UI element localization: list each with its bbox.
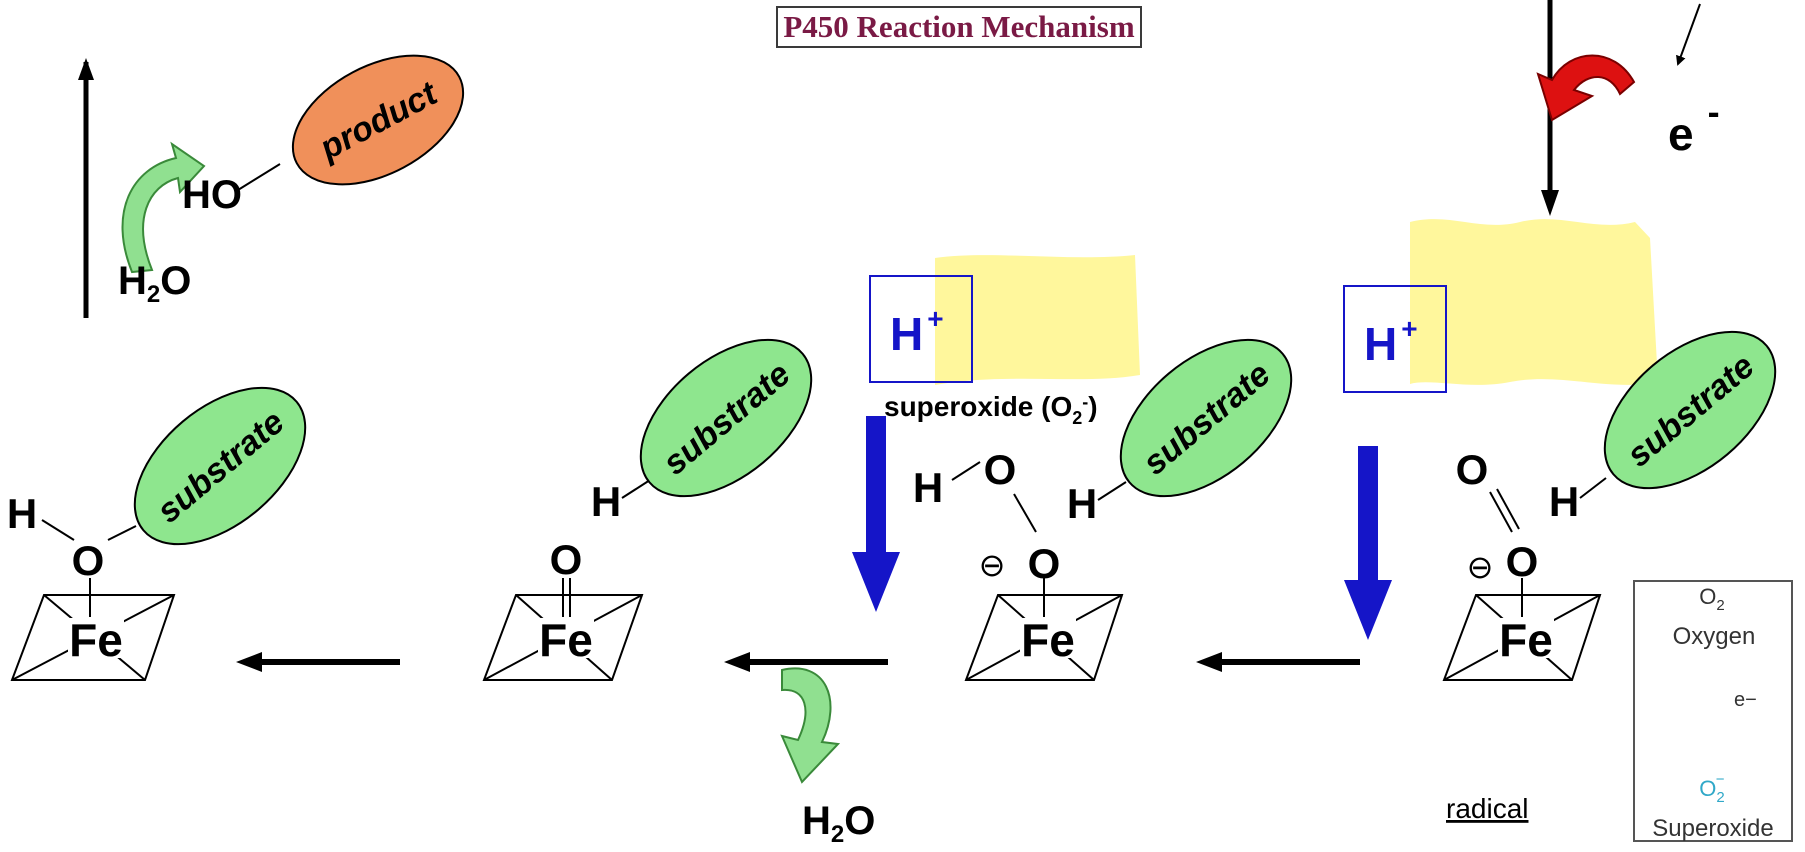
bond bbox=[1097, 481, 1127, 501]
pointer-line bbox=[1676, 3, 1701, 66]
fe-label-bg bbox=[1020, 618, 1076, 658]
substrate-ellipse bbox=[639, 338, 813, 498]
proton-box bbox=[869, 275, 973, 383]
o-o-bond bbox=[1013, 493, 1037, 533]
o-label: O bbox=[1456, 446, 1489, 493]
curved-arrow-icon bbox=[121, 141, 206, 274]
electron-label: e- bbox=[1668, 91, 1720, 160]
curved-arrow-icon bbox=[780, 667, 841, 784]
o-label: O bbox=[72, 537, 105, 584]
highlight-band bbox=[935, 255, 1140, 385]
bond bbox=[41, 519, 75, 541]
proton-label: H+ bbox=[1364, 313, 1418, 370]
charge-minus: ⊖ bbox=[979, 546, 1006, 584]
legend-box bbox=[1633, 580, 1793, 842]
h-label: H bbox=[7, 490, 37, 537]
bond bbox=[951, 461, 981, 481]
fe-label: Fe bbox=[1499, 614, 1553, 666]
bond bbox=[107, 525, 137, 541]
ho-label: HO bbox=[182, 173, 242, 217]
proton-arrow bbox=[866, 416, 886, 558]
bond bbox=[1579, 477, 1607, 499]
substrate-ellipse bbox=[1603, 330, 1777, 490]
substrate-ellipse bbox=[1119, 338, 1293, 498]
o-label: O bbox=[1028, 540, 1061, 587]
product-ellipse bbox=[291, 54, 465, 186]
proton-arrow-head bbox=[852, 552, 900, 612]
superoxide-label: superoxide (O2-) bbox=[884, 391, 1098, 428]
h-label: H bbox=[1067, 480, 1097, 527]
o-label: O bbox=[1506, 538, 1539, 585]
fe-label: Fe bbox=[1021, 614, 1075, 666]
h2o-label: H2O bbox=[802, 799, 875, 848]
proton-label: H+ bbox=[890, 303, 944, 360]
release-arrow-head bbox=[78, 58, 94, 80]
proton-arrow-head bbox=[1344, 580, 1392, 640]
fe-label-bg bbox=[538, 618, 594, 658]
proton-arrow bbox=[1358, 446, 1378, 586]
fe-label-bg bbox=[1498, 618, 1554, 658]
h-label: H bbox=[913, 464, 943, 511]
charge-minus: ⊖ bbox=[1467, 548, 1494, 586]
reaction-arrow-head bbox=[236, 652, 262, 672]
highlight-band bbox=[1410, 219, 1658, 385]
o-o-double-bond bbox=[1489, 491, 1513, 533]
fe-label-bg bbox=[68, 618, 124, 658]
proton-box bbox=[1343, 285, 1447, 393]
o-label: O bbox=[984, 446, 1017, 493]
bond bbox=[621, 479, 651, 499]
fe-label: Fe bbox=[69, 614, 123, 666]
o-label: O bbox=[550, 536, 583, 583]
reaction-arrow-head bbox=[1196, 652, 1222, 672]
page-title: P450 Reaction Mechanism bbox=[776, 6, 1142, 48]
h2o-label: H2O bbox=[118, 259, 191, 308]
substrate-ellipse bbox=[133, 386, 307, 546]
reaction-arrow-head bbox=[724, 652, 750, 672]
radical-label: radical bbox=[1446, 793, 1528, 824]
curved-arrow-icon bbox=[1536, 54, 1636, 122]
h-label: H bbox=[591, 478, 621, 525]
bond bbox=[237, 163, 281, 191]
o-o-double-bond bbox=[1496, 488, 1520, 530]
fe-label: Fe bbox=[539, 614, 593, 666]
electron-arrow-head bbox=[1541, 190, 1559, 216]
h-label: H bbox=[1549, 478, 1579, 525]
